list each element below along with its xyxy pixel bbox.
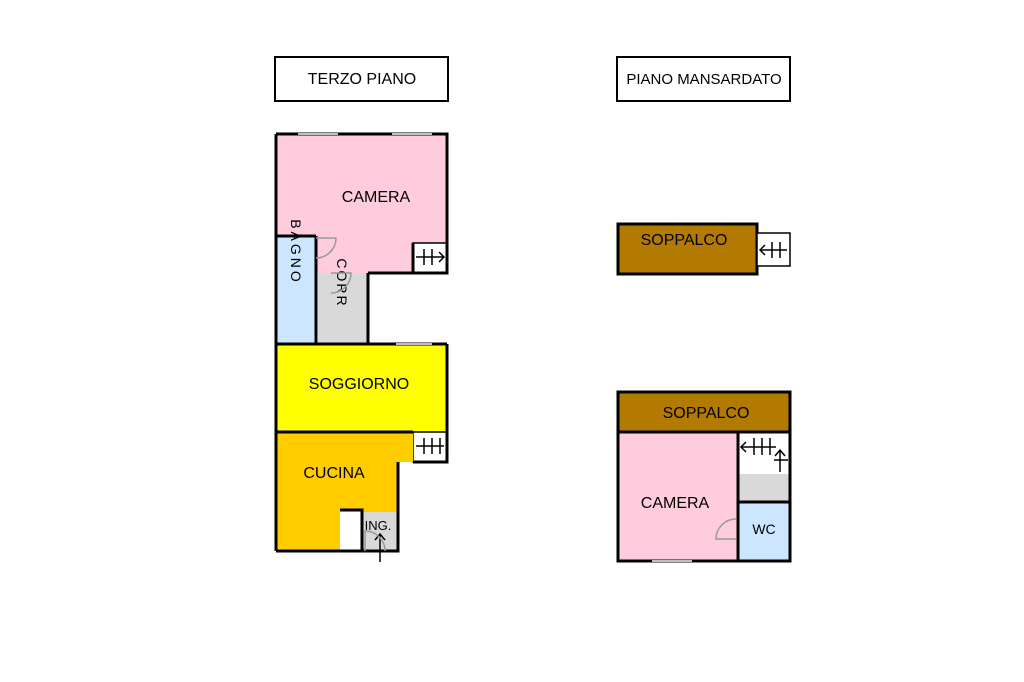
stair-arrow-icon: [758, 244, 766, 256]
room-bagno: [276, 236, 316, 344]
room-label-ing: ING.: [365, 518, 392, 533]
room-label-camera-mansarda: CAMERA: [641, 495, 710, 512]
stair-arrow-icon: [739, 441, 747, 453]
floor-title-box: [616, 56, 791, 102]
door-arc: [715, 518, 737, 540]
room-label-wc: WC: [752, 521, 775, 537]
room-label-soppalco: SOPPALCO: [641, 232, 728, 249]
piano-mansardato-plan: PIANO MANSARDATO SOPPALCO SOPPALCO CAMER…: [616, 56, 792, 563]
floor-title: PIANO MANSARDATO: [626, 71, 781, 88]
terzo-piano-plan: TERZO PIANO CAMERA BAGNO CORR SOGGIORNO …: [274, 56, 449, 562]
room-wc: [738, 502, 790, 561]
walls: [616, 390, 792, 563]
stair: [412, 431, 448, 463]
room-label-camera: CAMERA: [342, 189, 411, 206]
room-corr: [318, 273, 368, 344]
room-soggiorno: [276, 344, 447, 432]
stair-landing: [738, 474, 790, 502]
room-label-bagno: BAGNO: [288, 219, 304, 285]
room-label-cucina: CUCINA: [303, 465, 365, 482]
stair-arrow-icon: [438, 251, 446, 263]
room-soppalco: [618, 392, 790, 432]
stair: [738, 432, 790, 474]
stair: [412, 242, 448, 274]
floor-title-box: [274, 56, 449, 102]
room-label-soppalco: SOPPALCO: [663, 405, 750, 422]
room-label-soggiorno: SOGGIORNO: [309, 376, 409, 393]
door-arcs: [315, 237, 386, 552]
floor-title: TERZO PIANO: [308, 71, 416, 88]
room-label-corr: CORR: [334, 258, 350, 307]
